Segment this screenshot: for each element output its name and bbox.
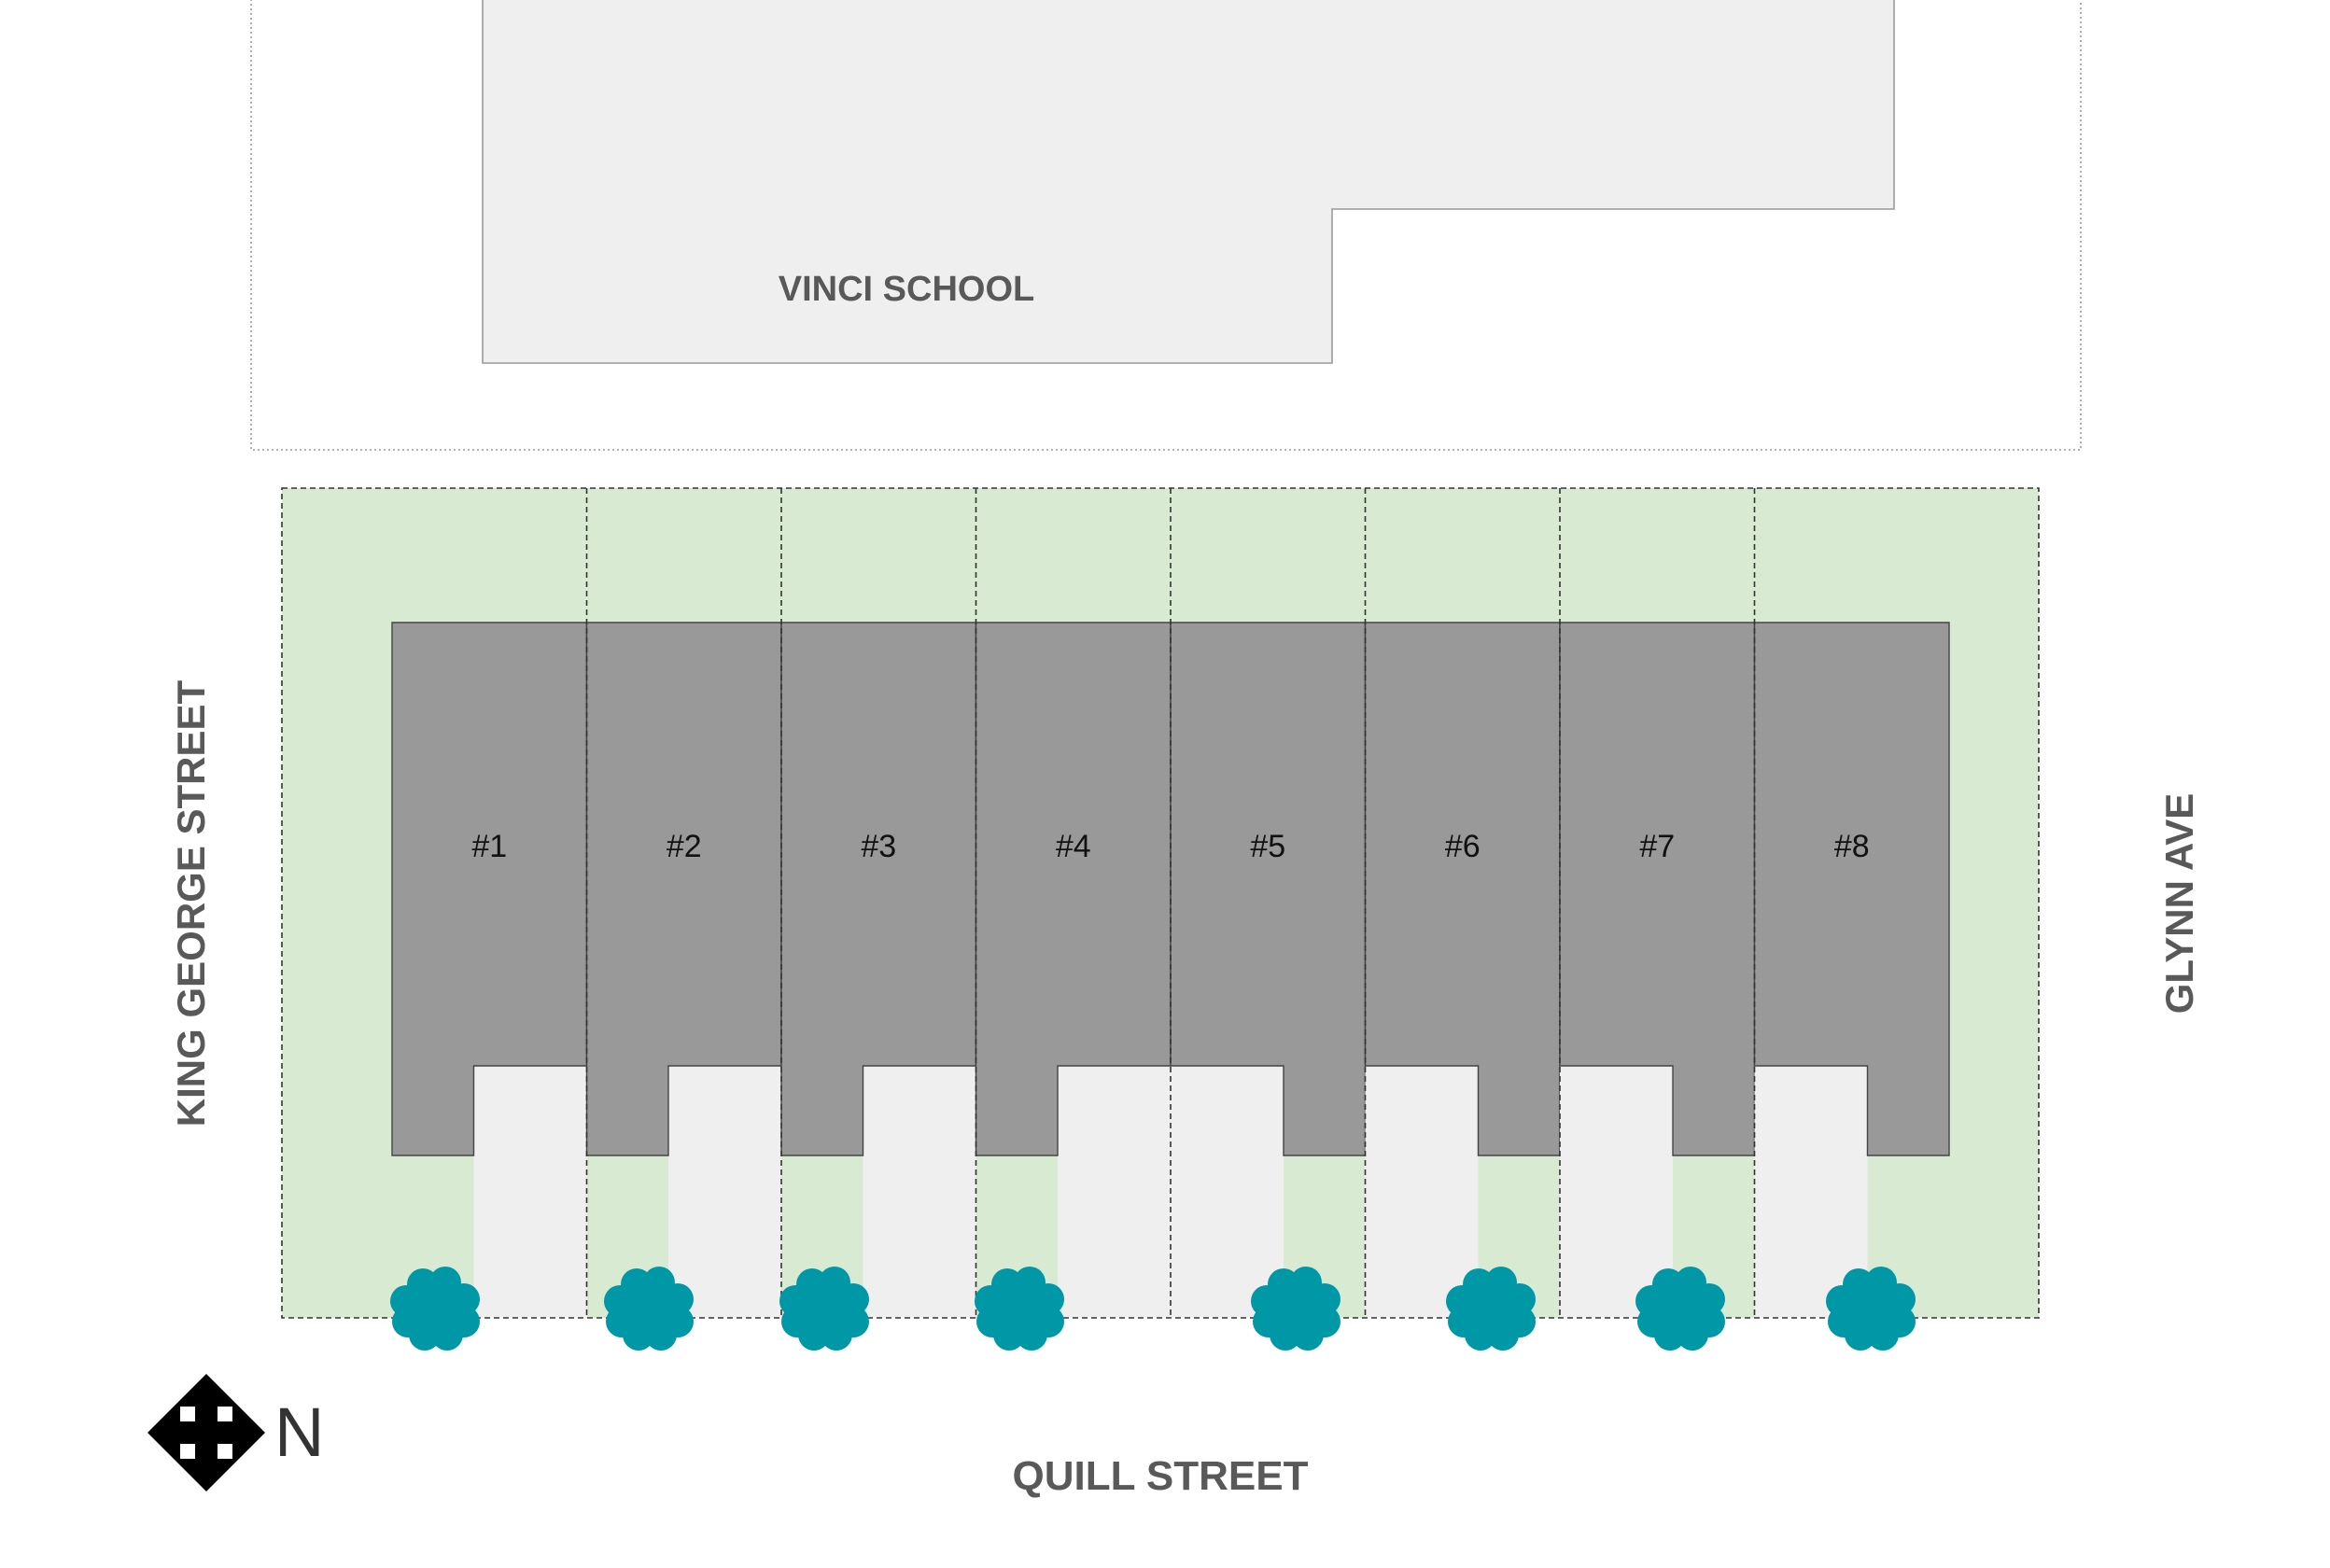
driveway-2	[668, 1066, 781, 1318]
tree-icon	[390, 1267, 480, 1351]
unit-1-label: #1	[471, 829, 507, 864]
tree-icon	[975, 1267, 1064, 1351]
tree-icon	[1635, 1267, 1725, 1351]
school-parcel-boundary	[250, 0, 2082, 451]
tree-icon	[779, 1267, 869, 1351]
driveway-4	[1058, 1066, 1171, 1318]
unit-4-label: #4	[1056, 829, 1091, 864]
unit-2-label: #2	[667, 829, 702, 864]
tree-icon	[1446, 1267, 1536, 1351]
driveway-3	[863, 1066, 976, 1318]
tree-icon	[1251, 1267, 1340, 1351]
street-label-king-george: KING GEORGE STREET	[169, 679, 213, 1127]
unit-5-label: #5	[1250, 829, 1285, 864]
tree-icon	[604, 1267, 694, 1351]
compass: N	[147, 1374, 324, 1491]
unit-8-label: #8	[1834, 829, 1870, 864]
unit-6-label: #6	[1445, 829, 1481, 864]
unit-7-label: #7	[1639, 829, 1675, 864]
townhouse-site: #1 #2 #3 #4 #5 #6 #7 #8	[281, 487, 2040, 1351]
school-label: VINCI SCHOOL	[779, 270, 1034, 309]
units-layer: #1 #2 #3 #4 #5 #6 #7 #8	[391, 488, 1950, 1318]
school-building	[482, 0, 1895, 364]
four-way-arrow-icon	[147, 1374, 265, 1491]
driveway-5	[1171, 1066, 1284, 1318]
street-label-quill: QUILL STREET	[1013, 1453, 1309, 1499]
trees-layer	[390, 1267, 1916, 1351]
unit-8-building	[1753, 622, 1950, 1156]
north-label: N	[274, 1393, 324, 1471]
unit-3-label: #3	[861, 829, 896, 864]
site-boundary	[281, 487, 2040, 1319]
driveway-1	[473, 1066, 587, 1318]
driveway-6	[1365, 1066, 1479, 1318]
driveway-7	[1560, 1066, 1673, 1318]
street-label-glynn: GLYNN AVE	[2157, 793, 2201, 1015]
tree-icon	[1826, 1267, 1916, 1351]
